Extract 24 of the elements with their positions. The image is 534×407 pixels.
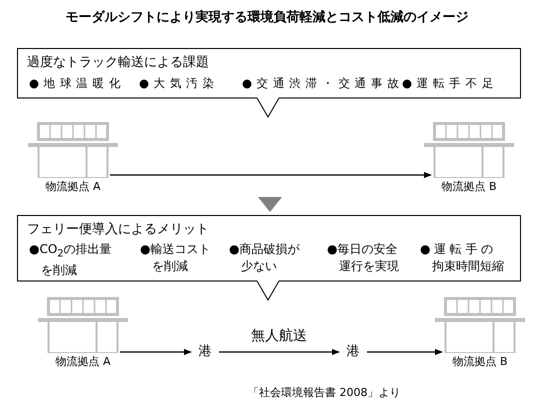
bullet-item: ●運転手不足	[402, 75, 498, 92]
site-label: 物流拠点 A	[45, 179, 101, 194]
callout-heading: 過度なトラック輸送による課題	[27, 54, 209, 71]
site-label: 物流拠点 B	[452, 354, 508, 369]
site-label: 物流拠点 B	[441, 179, 497, 194]
port-label: 港	[198, 343, 212, 361]
diagram-title: モーダルシフトにより実現する環境負荷軽減とコスト低減のイメージ	[64, 8, 470, 26]
bullet-item: ●毎日の安全運行を実現	[327, 241, 400, 275]
bullet-item: ●CO$_{2}$の排出量を削減	[29, 241, 113, 280]
edge-label: 無人航送	[249, 327, 309, 345]
site-label: 物流拠点 A	[55, 354, 111, 369]
arrow	[110, 172, 432, 178]
arrow	[219, 348, 340, 356]
port-label: 港	[346, 343, 360, 361]
arrow	[120, 348, 192, 356]
bullet-item: ●輸送コストを削減	[140, 241, 212, 275]
bullet-item: ●大気汚染	[139, 75, 219, 92]
arrow	[367, 348, 443, 356]
source-note: 「社会環境報告書 2008」より	[248, 385, 400, 400]
bullet-item: ●運転手の拘束時間短縮	[420, 241, 504, 275]
callout-heading: フェリー便導入によるメリット	[27, 221, 209, 238]
bullet-item: ●商品破損が少ない	[229, 241, 300, 275]
bullet-item: ●交通渋滞・交通事故	[242, 75, 404, 92]
bullet-item: ●地球温暖化	[29, 75, 126, 92]
